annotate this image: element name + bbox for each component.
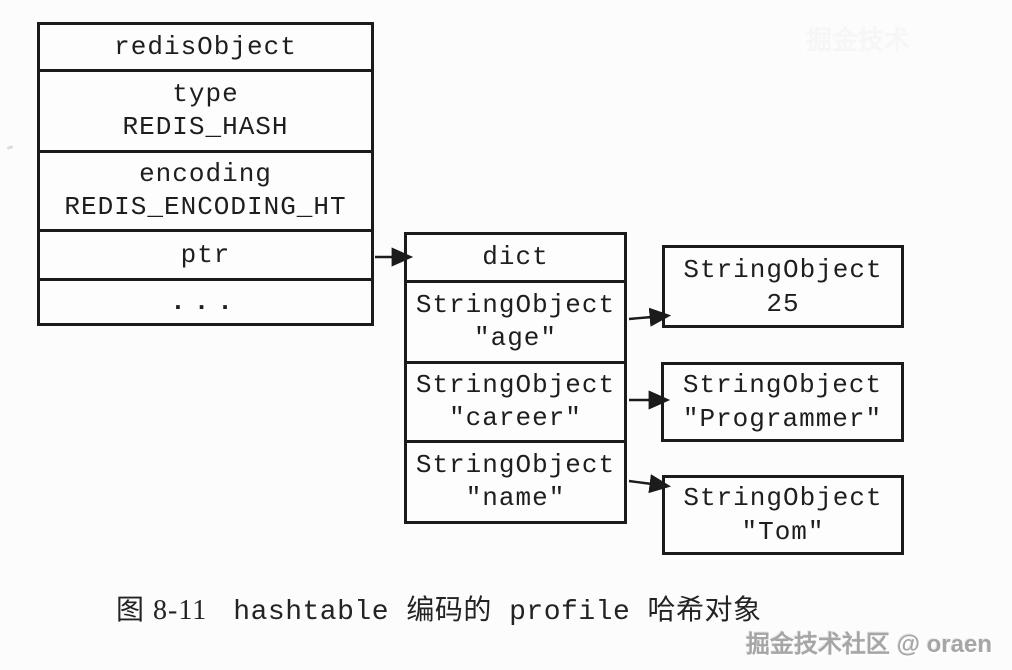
dict-entry-career: StringObject "career" [407,361,624,440]
faint-top-watermark: 掘金技术 [806,25,911,55]
value-box-age: StringObject 25 [662,245,904,328]
ellipsis-text: ... [170,286,241,317]
redis-object-header: redisObject [40,25,371,69]
value-content: "Programmer" [682,404,883,434]
arrow-name-to-value [628,474,672,494]
dict-entry-name: StringObject "name" [407,440,624,521]
key-value: "name" [465,483,566,513]
encoding-label: encoding [139,159,272,189]
ptr-label: ptr [180,239,231,270]
value-box-career: StringObject "Programmer" [661,362,904,442]
figure-number: 图 8-11 [116,595,208,626]
arrow-age-to-value [628,307,672,327]
redis-object-box: redisObject type REDIS_HASH encoding RED… [37,22,374,326]
key-type: StringObject [415,370,616,400]
type-label: type [172,79,239,109]
key-value: "age" [473,323,557,353]
type-value: REDIS_HASH [122,112,289,142]
dict-box: dict StringObject "age" StringObject "ca… [404,232,627,524]
value-type: StringObject [683,254,883,285]
dict-header: dict [407,235,624,280]
value-content: 25 [766,288,800,319]
value-content: "Tom" [741,517,825,547]
dict-entry-age: StringObject "age" [407,280,624,361]
encoding-row: encoding REDIS_ENCODING_HT [40,150,371,229]
encoding-value: REDIS_ENCODING_HT [64,192,347,222]
key-type: StringObject [415,290,616,320]
scan-artifact-speck [6,145,14,150]
figure-title: hashtable 编码的 profile 哈希对象 [233,597,762,628]
key-type: StringObject [415,450,616,480]
community-watermark: 掘金技术社区 @ oraen [745,631,992,658]
type-row: type REDIS_HASH [40,69,371,150]
value-box-name: StringObject "Tom" [662,475,904,555]
redis-object-title: redisObject [114,31,297,62]
value-type: StringObject [683,483,883,513]
value-type: StringObject [682,370,883,400]
key-value: "career" [449,403,582,433]
ptr-row: ptr [40,229,371,278]
ellipsis-row: ... [40,278,371,323]
figure-caption: 图 8-11 hashtable 编码的 profile 哈希对象 [116,588,762,628]
dict-title: dict [482,242,549,272]
